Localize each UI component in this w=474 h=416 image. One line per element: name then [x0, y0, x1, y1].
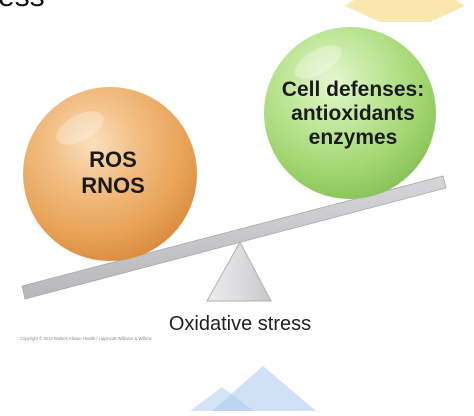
- decor-gold-shape: [345, 0, 465, 22]
- sphere-label-antioxidants: antioxidants: [291, 102, 415, 125]
- cell-defenses-sphere: Cell defenses: antioxidants enzymes: [264, 27, 436, 199]
- balance-beam: [21, 175, 447, 300]
- copyright-notice: Copyright © 2013 Wolters Kluwer Health |…: [20, 336, 152, 341]
- sphere-label-cell-defenses: Cell defenses:: [282, 78, 424, 101]
- sphere-label-enzymes: enzymes: [309, 126, 398, 149]
- ros-sphere: ROS RNOS: [23, 87, 197, 261]
- caption-oxidative-stress: Oxidative stress: [169, 313, 311, 335]
- title-fragment: ess: [0, 0, 45, 12]
- fulcrum-triangle: [206, 240, 272, 302]
- decor-blue-triangle-right: [212, 366, 316, 411]
- sphere-label-ros: ROS: [89, 147, 137, 172]
- sphere-label-rnos: RNOS: [81, 173, 145, 198]
